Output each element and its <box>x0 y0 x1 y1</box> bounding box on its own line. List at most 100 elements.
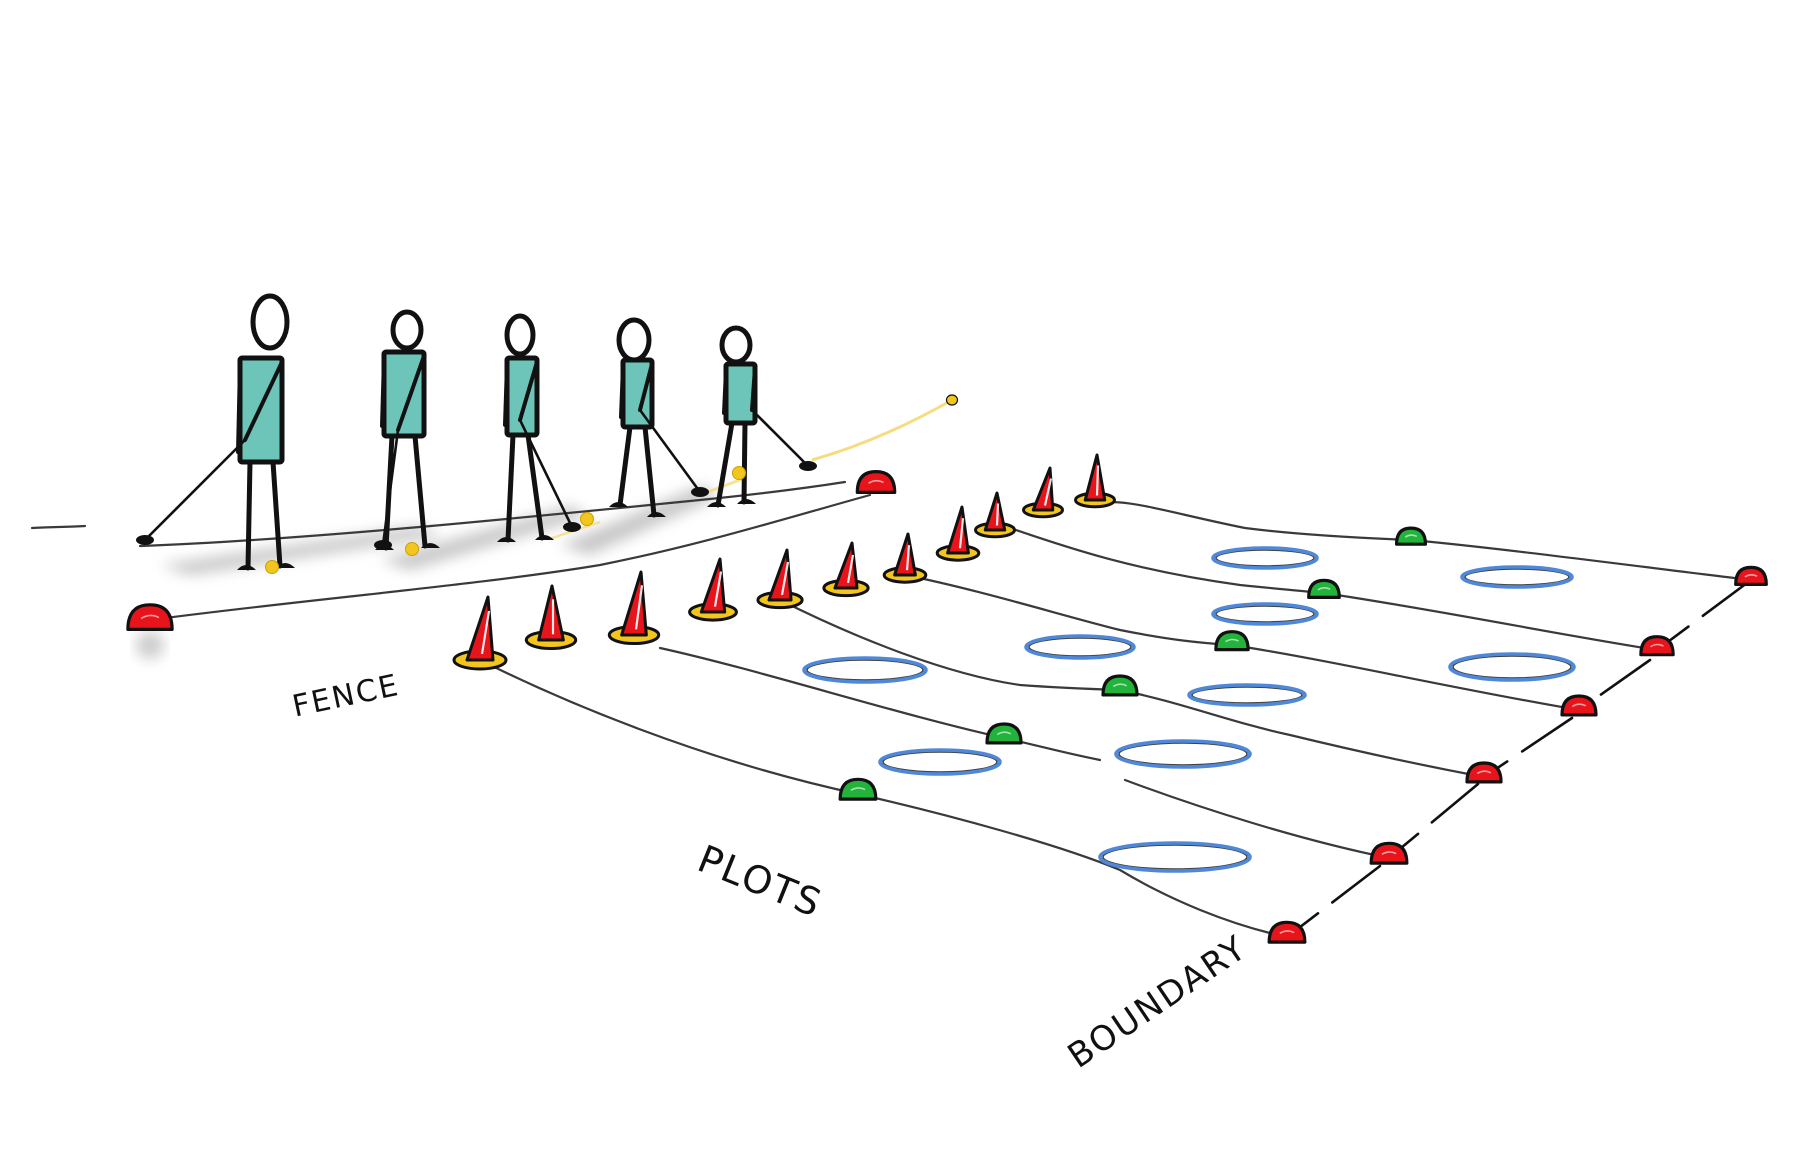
arm <box>619 364 625 419</box>
club-head <box>136 535 154 545</box>
ring-outer <box>1211 602 1319 626</box>
foot <box>497 537 516 542</box>
foot <box>276 563 295 568</box>
golf-ball <box>580 512 594 526</box>
cone <box>822 541 870 598</box>
golf-club <box>518 418 574 529</box>
golfer-figure-2 <box>374 309 440 556</box>
marker-highlight <box>1381 851 1397 856</box>
cone-stripe <box>780 561 790 596</box>
red-marker <box>855 470 897 494</box>
leg <box>741 420 748 505</box>
ring-outer <box>1024 634 1136 660</box>
ring-inner <box>1028 637 1132 657</box>
leg <box>617 424 633 508</box>
leg <box>715 420 735 508</box>
shadow <box>160 526 440 575</box>
target-ring <box>1448 652 1576 682</box>
field-line <box>138 480 847 548</box>
marker-highlight <box>1744 574 1758 578</box>
red-marker <box>1560 694 1598 717</box>
head <box>616 317 652 363</box>
marker-highlight <box>140 614 160 620</box>
green-marker <box>985 722 1023 745</box>
head <box>504 313 536 357</box>
torso <box>723 361 758 426</box>
club-head <box>563 522 581 532</box>
green-marker <box>1101 674 1139 697</box>
boundary-segment <box>1655 578 1753 652</box>
green-marker <box>1394 526 1428 546</box>
golfer-figure-5 <box>707 325 817 508</box>
target-ring <box>802 656 928 684</box>
cone-stripe <box>634 585 644 630</box>
golf-ball <box>265 560 279 574</box>
red-markers <box>126 470 1768 944</box>
golfer-figure-1 <box>136 293 295 574</box>
field-line <box>148 493 872 622</box>
cone <box>935 505 981 562</box>
cone-body <box>465 595 495 662</box>
cone-stripe <box>480 610 491 655</box>
fence-cones <box>452 453 1116 671</box>
target-ring <box>1098 841 1252 873</box>
trajectory-line <box>811 398 953 462</box>
cone <box>1022 466 1064 519</box>
cone-stripe <box>846 554 855 584</box>
cone-stripe <box>713 571 723 607</box>
head <box>390 309 424 351</box>
leg <box>245 459 253 571</box>
golfer-figure-3 <box>497 313 594 543</box>
marker-highlight <box>1404 534 1418 538</box>
ring-outer <box>1187 683 1307 707</box>
marker-highlight <box>850 787 866 792</box>
red-marker <box>126 603 174 631</box>
cone <box>524 584 578 651</box>
cone-body <box>1031 466 1055 512</box>
cone-stripe <box>1095 465 1100 496</box>
leg <box>525 432 545 541</box>
head <box>719 325 753 365</box>
arm <box>396 354 426 432</box>
foot <box>535 535 554 540</box>
red-marker <box>1267 920 1307 944</box>
torso <box>620 357 655 430</box>
golf-club <box>143 438 247 542</box>
ball-in-flight <box>945 394 959 406</box>
red-marker <box>1639 635 1675 657</box>
club-head <box>691 487 709 497</box>
target-rings <box>802 546 1576 873</box>
target-ring <box>1211 602 1319 626</box>
ring-outer <box>878 748 1002 776</box>
target-ring <box>878 748 1002 776</box>
foot <box>421 543 440 548</box>
target-ring <box>1460 565 1574 589</box>
trajectory-line <box>707 476 746 494</box>
marker-highlight <box>1476 770 1492 775</box>
leg <box>642 424 657 518</box>
ring-outer <box>1448 652 1576 682</box>
arm <box>722 368 728 415</box>
cone <box>1074 453 1116 509</box>
boundary-segment <box>1387 782 1480 860</box>
target-ring <box>1024 634 1136 660</box>
green-markers <box>838 526 1428 801</box>
golf-club <box>750 408 810 468</box>
ring-inner <box>1191 686 1303 704</box>
foot <box>237 565 256 570</box>
red-marker <box>1465 761 1503 784</box>
field-line <box>1008 526 1659 652</box>
ring-inner <box>1215 605 1315 623</box>
club-head <box>374 540 392 550</box>
marker-highlight <box>1317 587 1331 591</box>
cone-body <box>833 541 859 590</box>
boundary-segment <box>1285 864 1382 939</box>
cone <box>974 491 1016 539</box>
marker-highlight <box>1650 643 1664 648</box>
ring-inner <box>882 751 998 773</box>
marker-highlight <box>1571 703 1587 708</box>
marker-shadow <box>136 631 164 659</box>
target-ring <box>1114 739 1252 769</box>
ring-inner <box>806 659 924 681</box>
arm <box>750 366 757 412</box>
